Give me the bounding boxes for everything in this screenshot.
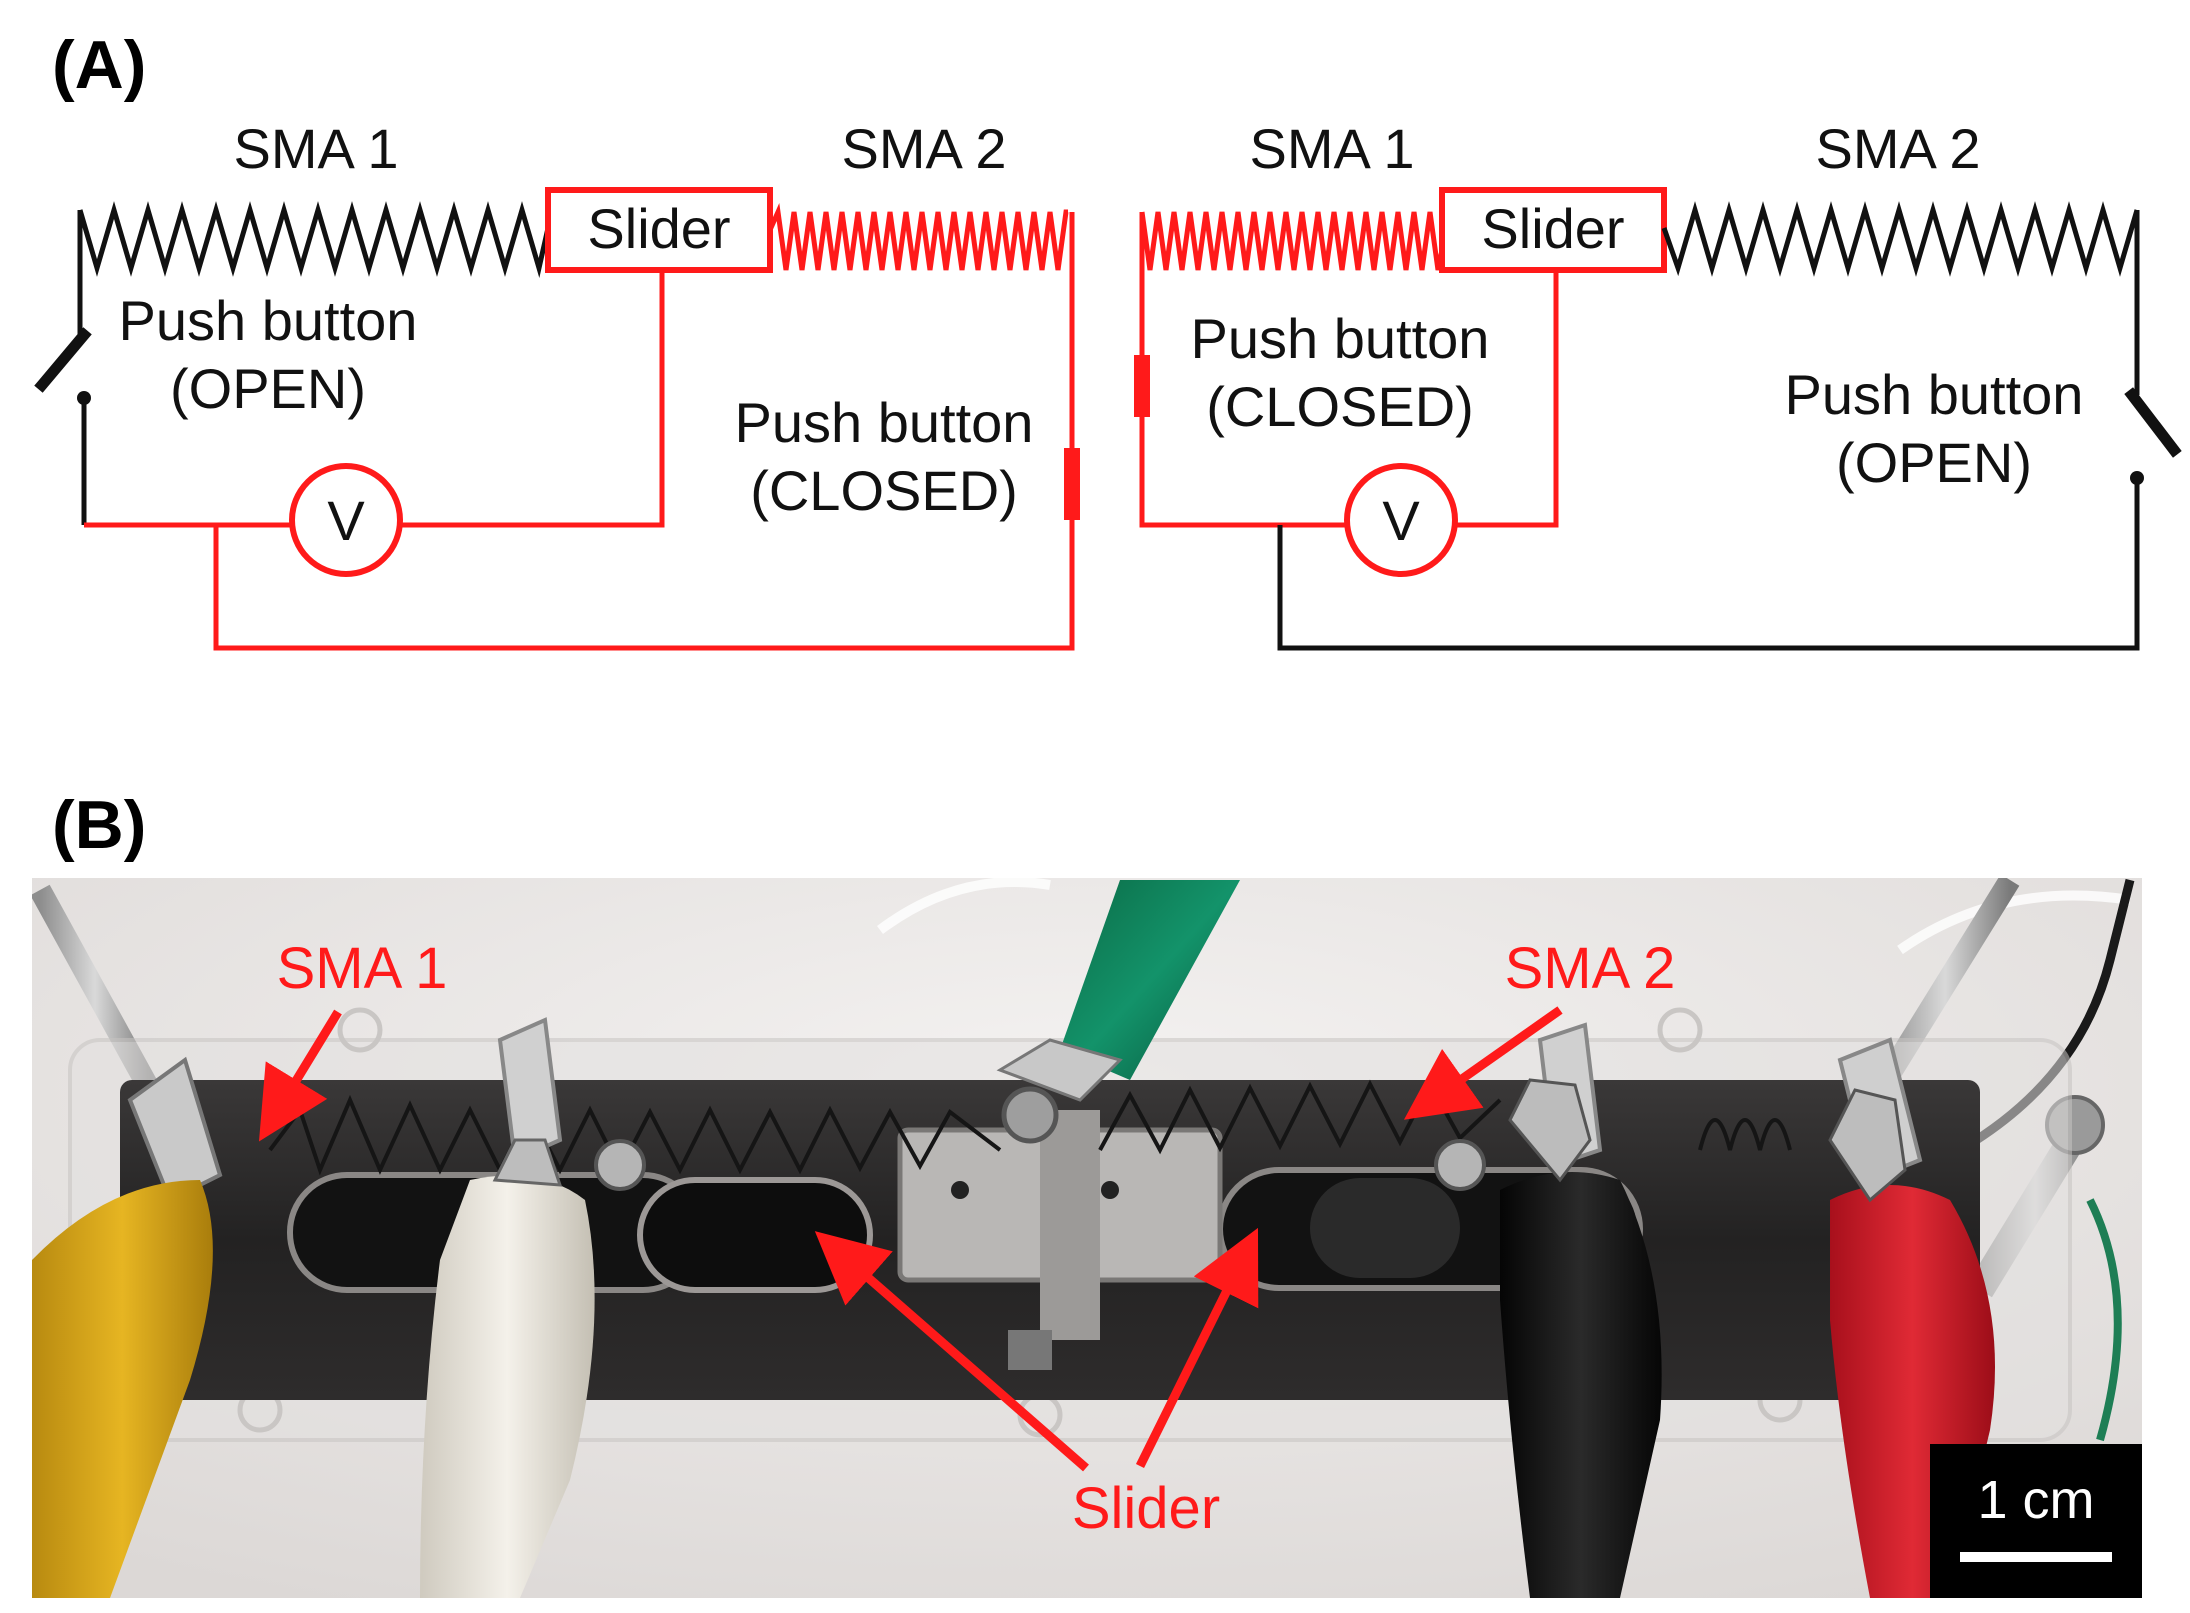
left-voltmeter [289, 463, 403, 577]
left-wire-voltmeter-to-slider [402, 270, 665, 528]
photo-slot-left-2 [637, 1177, 873, 1293]
right-voltmeter-label: V [1382, 489, 1420, 552]
arrow-slider-left [814, 1231, 1089, 1472]
right-closed-button-label-1: Push button [1191, 307, 1490, 370]
left-closed-button-symbol [1064, 448, 1080, 520]
right-open-button-label-1: Push button [1785, 363, 2084, 426]
left-sma2-spring [767, 202, 1069, 271]
left-circuit: Slider V SMA 1 SMA 2 Push button (OPEN) … [34, 117, 1080, 651]
right-slider-box [1439, 187, 1667, 273]
photo-slider-screw-hole [1101, 1181, 1119, 1199]
photo-wire-green [2086, 1198, 2122, 1442]
left-wire-outer-loop [213, 520, 1075, 651]
arrow-sma1 [258, 1009, 342, 1142]
right-closed-button-label-2: (CLOSED) [1206, 375, 1474, 438]
photo-clip-red-jaw [1828, 1088, 1907, 1203]
arrow-slider-right [1135, 1227, 1259, 1468]
left-open-button-label-1: Push button [119, 289, 418, 352]
left-closed-button-label-2: (CLOSED) [750, 459, 1018, 522]
right-open-button-symbol [2124, 387, 2182, 458]
photo-probe-screw [1001, 1086, 1059, 1144]
left-open-button-symbol [34, 327, 92, 393]
left-slider-label: Slider [587, 197, 730, 260]
photo-slider-label: Slider [1072, 1476, 1220, 1541]
panel-b-label: (B) [52, 787, 146, 863]
right-sma1-spring [1139, 211, 1449, 271]
photo-mount-hole [1657, 1007, 1703, 1053]
scale-bar-line [1960, 1552, 2112, 1562]
photo-clip-tab [497, 1017, 563, 1163]
photo-slider-post [1040, 1110, 1100, 1340]
photo-clip-yellow [32, 1180, 213, 1598]
left-open-button-label-2: (OPEN) [170, 357, 366, 420]
right-sma1-label: SMA 1 [1250, 117, 1415, 180]
right-closed-button-symbol [1134, 355, 1150, 417]
photo-clip-green [1060, 880, 1240, 1080]
photo-clip-white-jaw [492, 1138, 563, 1187]
right-open-button-label-2: (OPEN) [1836, 431, 2032, 494]
left-closed-button-label-1: Push button [735, 391, 1034, 454]
photo-mount-hole [337, 1007, 383, 1053]
photo-sma1-label: SMA 1 [277, 936, 448, 1001]
photo-spring-coils-right [1698, 1118, 1792, 1151]
left-sma2-label: SMA 2 [842, 117, 1007, 180]
photo-clip-black [1500, 1172, 1662, 1598]
right-slider-label: Slider [1481, 197, 1624, 260]
photo-clip-black-jaw [1508, 1078, 1592, 1183]
left-sma1-spring [77, 201, 551, 278]
photo-probe-nut [1008, 1330, 1052, 1370]
panel-a-label: (A) [52, 27, 146, 103]
photo-nut [1434, 1139, 1486, 1191]
photo-slider-screw-hole [951, 1181, 969, 1199]
right-voltmeter [1344, 463, 1458, 577]
arrow-sma2 [1403, 1006, 1563, 1120]
right-circuit: Slider V SMA 1 SMA 2 Push button (CLOSED… [1134, 117, 2182, 651]
right-sma2-label: SMA 2 [1816, 117, 1981, 180]
photo-panel: SMA 1 SMA 2 Slider 1 cm [32, 878, 2142, 1598]
right-wire-voltmeter-to-slider [1456, 270, 1559, 528]
photo-slot-right-glare [1310, 1178, 1460, 1278]
photo-sma2-label: SMA 2 [1505, 936, 1676, 1001]
left-slider-box [545, 187, 773, 273]
right-wire-outer-loop [1277, 478, 2140, 651]
photo-clip-white [420, 1175, 595, 1598]
photo-clip-tab [127, 1056, 223, 1203]
scale-bar-label: 1 cm [1977, 1470, 2094, 1530]
photo-nut [594, 1139, 646, 1191]
left-sma1-label: SMA 1 [234, 117, 399, 180]
photo-clip-green-jaw [996, 1038, 1123, 1102]
scale-bar-box [1930, 1444, 2142, 1598]
right-sma2-spring [1661, 201, 2140, 277]
left-voltmeter-label: V [327, 489, 365, 552]
